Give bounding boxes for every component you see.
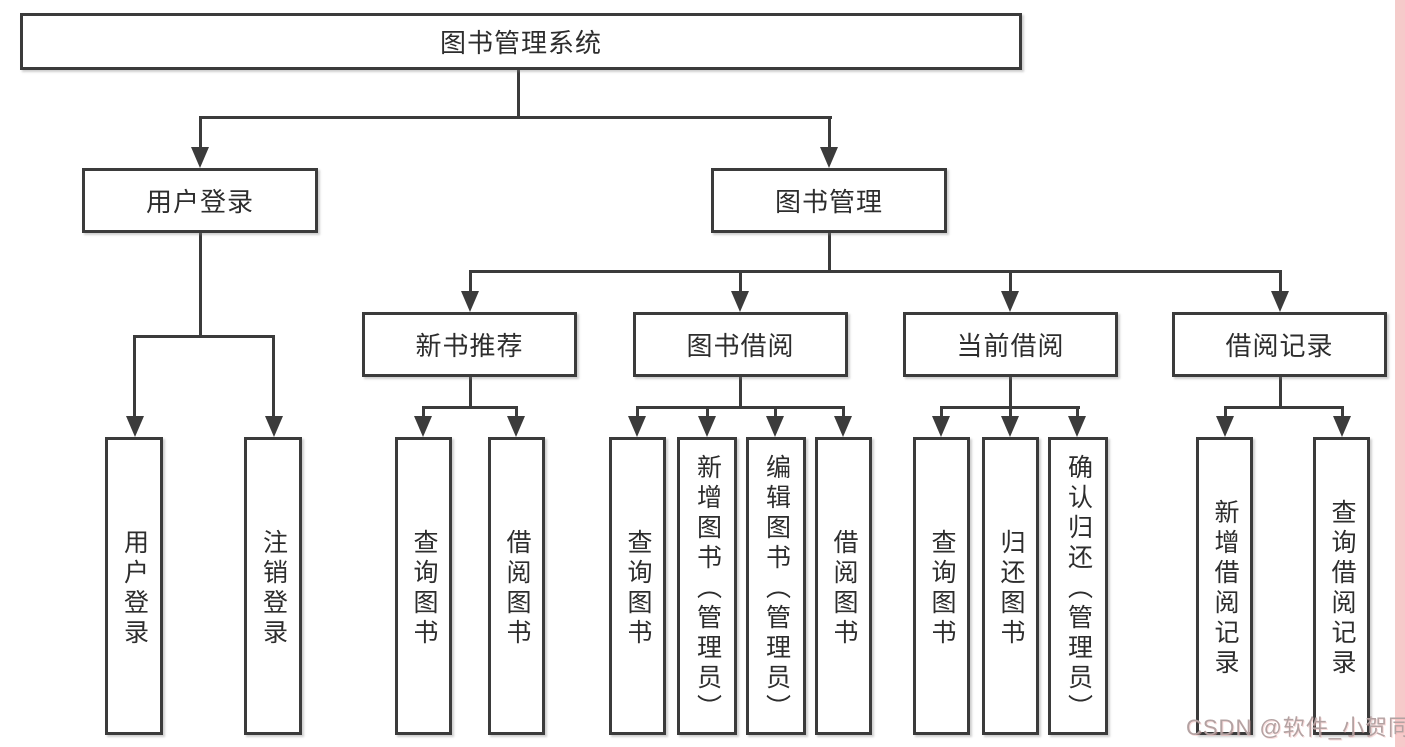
edge-line [842,406,845,420]
edge-line [1076,406,1079,420]
arrow-head-icon [1216,416,1234,437]
arrow-head-icon [265,416,283,437]
node-label: 编辑图书（管理员） [762,453,791,724]
arrow-head-icon [628,416,646,437]
edge-line [133,335,275,338]
arrow-head-icon [461,291,479,312]
edge-line [199,116,202,150]
node-query-book-borrowing: 查询图书 [609,437,666,735]
node-label: 查询图书 [928,528,956,649]
node-book-management: 图书管理 [711,168,947,233]
edge-line [469,377,472,408]
edge-line [1009,406,1012,420]
node-label: 查询图书 [410,528,438,649]
node-book-borrowing: 图书借阅 [633,312,848,377]
node-label: 用户登录 [120,528,149,649]
node-label: 查询图书 [624,528,652,649]
node-label: 新增借阅记录 [1211,498,1239,679]
arrow-head-icon [414,416,432,437]
edge-line [706,406,709,420]
node-current-borrowing: 当前借阅 [903,312,1118,377]
node-root: 图书管理系统 [20,13,1022,70]
arrow-head-icon [1333,416,1351,437]
edge-line [1341,406,1344,420]
edge-line [272,335,275,417]
arrow-head-icon [834,416,852,437]
node-query-book-current: 查询图书 [913,437,970,735]
arrow-head-icon [1271,291,1289,312]
node-label: 注销登录 [259,528,288,649]
node-label: 确认归还（管理员） [1064,453,1093,724]
edge-line [1009,270,1012,293]
node-borrow-book: 借阅图书 [815,437,872,735]
node-label: 查询借阅记录 [1328,498,1356,679]
edge-line [940,406,943,420]
node-logout-login: 注销登录 [244,437,302,735]
node-label: 借阅记录 [1225,331,1334,361]
edge-line [1279,270,1282,293]
edge-line [828,233,831,272]
node-new-book-recommendation: 新书推荐 [362,312,577,377]
watermark: CSDN @软件_小贺同学 [1186,715,1405,740]
node-label: 归还图书 [997,528,1025,649]
node-label: 图书管理系统 [439,28,602,58]
edge-line [774,406,777,420]
node-label: 用户登录 [145,187,254,217]
edge-line [636,406,639,420]
edge-line [1279,377,1282,408]
node-borrowing-records: 借阅记录 [1172,312,1387,377]
node-label: 当前借阅 [956,331,1065,361]
edge-line [517,70,520,117]
edge-line [739,377,742,408]
arrow-head-icon [1001,416,1019,437]
node-label: 图书借阅 [686,331,795,361]
edge-line [1224,406,1227,420]
node-label: 借阅图书 [830,528,858,649]
node-label: 新书推荐 [415,331,524,361]
edge-line [422,406,518,409]
arrow-head-icon [1001,291,1019,312]
node-confirm-return-admin: 确认归还（管理员） [1048,437,1108,735]
node-user-login: 用户登录 [82,168,318,233]
arrow-head-icon [932,416,950,437]
node-add-book-admin: 新增图书（管理员） [677,437,737,735]
arrow-head-icon [698,416,716,437]
arrow-head-icon [507,416,525,437]
arrow-head-icon [1068,416,1086,437]
arrow-head-icon [766,416,784,437]
edge-line [739,270,742,293]
arrow-head-icon [820,147,838,168]
edge-line [636,406,845,409]
node-label: 图书管理 [774,187,883,217]
arrow-head-icon [126,416,144,437]
edge-line [199,116,832,119]
edge-line [199,233,202,337]
node-user-login-leaf: 用户登录 [105,437,163,735]
edge-line [422,406,425,420]
node-label: 新增图书（管理员） [693,453,722,724]
node-edit-book-admin: 编辑图书（管理员） [746,437,806,735]
node-query-book-recommend: 查询图书 [395,437,452,735]
arrow-head-icon [731,291,749,312]
right-edge-strip [1395,0,1405,747]
node-label: 借阅图书 [503,528,531,649]
edge-line [469,270,472,293]
arrow-head-icon [191,147,209,168]
node-add-borrow-record: 新增借阅记录 [1196,437,1253,735]
node-return-book: 归还图书 [982,437,1039,735]
edge-line [133,335,136,417]
node-borrow-book-recommend: 借阅图书 [488,437,545,735]
edge-line [828,116,831,150]
edge-line [515,406,518,420]
edge-line [1009,377,1012,408]
edge-line [469,270,1282,273]
edge-line [1224,406,1344,409]
node-query-borrow-record: 查询借阅记录 [1313,437,1370,735]
